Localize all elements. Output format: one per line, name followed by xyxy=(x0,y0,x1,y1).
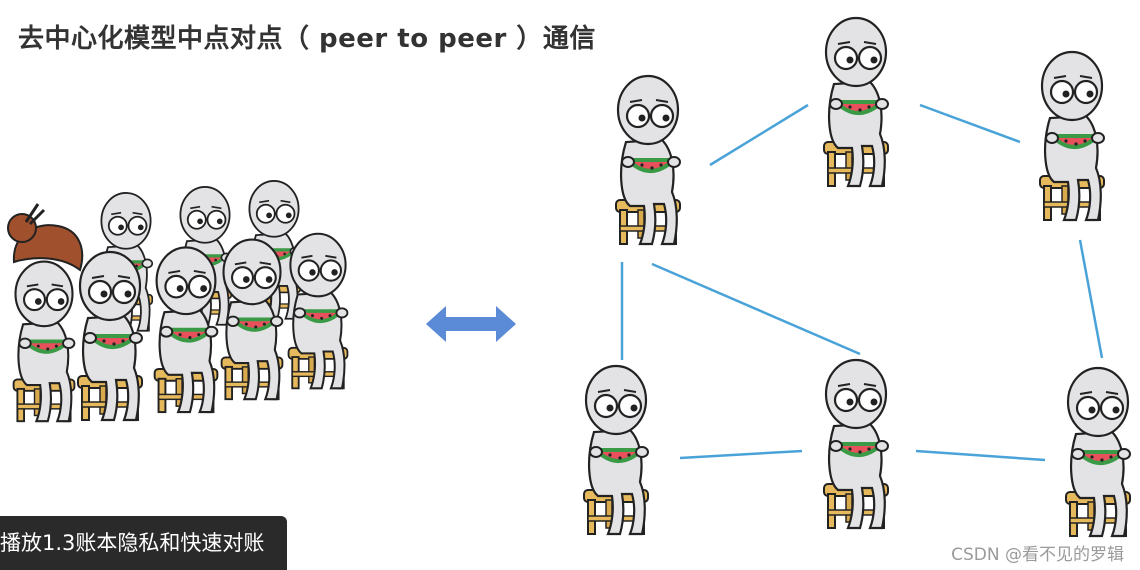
connection-line xyxy=(915,449,1046,462)
connection-line xyxy=(919,103,1021,144)
peer-connections xyxy=(620,103,1104,462)
double-headed-arrow-icon xyxy=(426,306,516,342)
peer-node-3 xyxy=(1038,50,1106,222)
person-with-watermelon-icon xyxy=(822,16,890,188)
person-with-watermelon-icon xyxy=(1064,366,1132,538)
connection-line xyxy=(1078,239,1104,359)
person-with-watermelon-icon xyxy=(286,231,350,391)
watermark: CSDN @看不见的罗辑 xyxy=(951,545,1124,565)
crowd-group xyxy=(7,179,350,424)
person-with-watermelon-icon xyxy=(152,245,220,415)
person-with-watermelon-icon xyxy=(76,250,144,422)
connection-line xyxy=(651,262,861,356)
person-with-watermelon-icon xyxy=(614,74,682,246)
peer-node-2 xyxy=(822,16,890,188)
video-caption-bar: 播放1.3账本隐私和快速对账 xyxy=(0,516,287,570)
page-title: 去中心化模型中点对点（ peer to peer ）通信 xyxy=(18,24,596,54)
person-with-watermelon-icon xyxy=(822,358,890,530)
girl-with-bun-icon xyxy=(7,203,84,424)
peer-node-1 xyxy=(614,74,682,246)
connection-line xyxy=(679,449,803,460)
peer-node-6 xyxy=(1064,366,1132,538)
person-with-watermelon-icon xyxy=(582,364,650,536)
peer-node-5 xyxy=(822,358,890,530)
person-with-watermelon-icon xyxy=(1038,50,1106,222)
peer-node-4 xyxy=(582,364,650,536)
person-with-watermelon-icon xyxy=(219,237,285,402)
connection-line xyxy=(709,103,809,167)
